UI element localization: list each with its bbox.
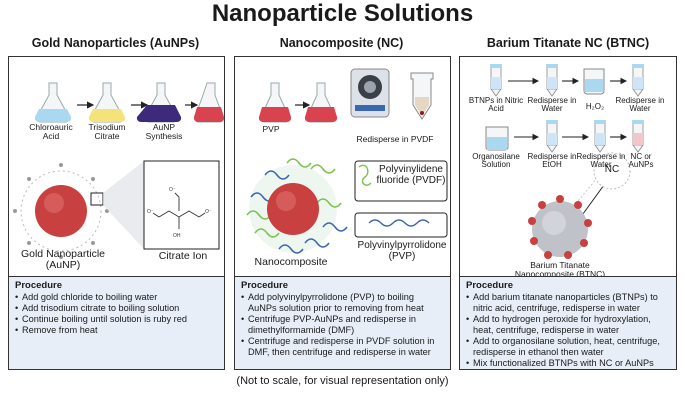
procedure-step: Add polyvinylpyrrolidone (PVP) to boilin…	[241, 292, 444, 314]
gold-nanoparticle-icon	[13, 163, 109, 259]
beaker-icon	[485, 126, 509, 151]
nc-header: Nanocomposite (NC)	[279, 36, 404, 50]
flask-icon	[258, 82, 292, 123]
procedure-step: Continue boiling until solution is ruby …	[15, 314, 218, 325]
procedure-step: Add to hydrogen peroxide for hydroxylati…	[466, 314, 670, 336]
beaker-icon	[583, 68, 605, 95]
nc-procedure: Procedure Add polyvinylpyrrolidone (PVP)…	[235, 276, 450, 369]
btnc-label: Barium Titanate Nanocomposite (BTNC)	[514, 260, 606, 279]
svg-text:OH: OH	[173, 233, 181, 239]
btnp-nitric-label: BTNPs in Nitric Acid	[468, 96, 524, 114]
procedure-step: Centrifuge and redisperse in PVDF soluti…	[241, 336, 444, 358]
pvp-short-label: PVP	[262, 124, 280, 134]
nanocomposite-particle-icon	[246, 158, 348, 254]
pvp-polymer-icon	[368, 219, 430, 227]
redisperse-pvdf-label: Redisperse in PVDF	[356, 134, 434, 144]
procedure-step: Centrifuge PVP-AuNPs and redisperse in d…	[241, 314, 444, 336]
btnc-particle-icon	[528, 152, 631, 259]
test-tube-icon	[631, 63, 645, 97]
procedure-step: Add barium titanate nanoparticles (BTNPs…	[466, 292, 670, 314]
flask-icon	[136, 82, 182, 123]
test-tube-icon	[410, 72, 434, 120]
pvdf-polymer-icon	[358, 164, 372, 186]
page-title: Nanoparticle Solutions	[211, 0, 474, 27]
svg-text:O⁻: O⁻	[169, 187, 176, 193]
procedure-step: Add to organosilane solution, heat, cent…	[466, 336, 670, 358]
test-tube-icon	[545, 63, 559, 97]
au-panel: OH O⁻ O⁻ O⁻ Chloroauric Acid Trisodium C…	[8, 56, 225, 370]
svg-text:O⁻: O⁻	[205, 209, 212, 215]
redisperse-etoh-label: Redisperse in EtOH	[527, 152, 577, 170]
procedure-title: Procedure	[466, 280, 513, 291]
redisperse-water-label: Redisperse in Water	[527, 96, 577, 114]
nc-illustration	[246, 68, 448, 254]
citrate-ion-label: Citrate Ion	[158, 250, 208, 262]
pvdf-label: Polyvinylidene fluoride (PVDF)	[376, 164, 446, 186]
flask-icon	[193, 82, 225, 123]
flask-label-citrate: Trisodium Citrate	[88, 122, 126, 141]
svg-text:O⁻: O⁻	[147, 209, 154, 215]
procedure-title: Procedure	[15, 280, 62, 291]
citrate-structure-icon: OH O⁻ O⁻ O⁻	[147, 187, 212, 239]
nanocomposite-label: Nanocomposite	[254, 256, 328, 268]
test-tube-icon	[593, 119, 607, 153]
nc-panel: PVP Redisperse in PVDF Polyvinylidene fl…	[234, 56, 451, 370]
redisperse-water-label-3: Redisperse in Water	[576, 152, 626, 170]
flask-icon	[304, 82, 338, 123]
nc-or-aunps-label: NC or AuNPs	[628, 152, 654, 170]
h2o2-label: H₂O₂	[585, 102, 605, 111]
au-procedure: Procedure Add gold chloride to boiling w…	[9, 276, 224, 369]
test-tube-icon	[631, 119, 645, 153]
gold-nanoparticle-label: Gold Nanoparticle (AuNP)	[20, 248, 106, 272]
procedure-step: Mix functionalized BTNPs with NC or AuNP…	[466, 358, 670, 369]
test-tube-icon	[545, 119, 559, 153]
footer-note: (Not to scale, for visual representation…	[236, 375, 449, 387]
procedure-title: Procedure	[241, 280, 288, 291]
procedure-step: Add gold chloride to boiling water	[15, 292, 218, 303]
bt-header: Barium Titanate NC (BTNC)	[486, 36, 650, 50]
bt-illustration	[485, 63, 645, 259]
redisperse-water-label-2: Redisperse in Water	[615, 96, 665, 114]
nc-bubble-label: NC	[604, 164, 620, 175]
flask-label-synthesis: AuNP Synthesis	[145, 122, 183, 141]
test-tube-icon	[489, 63, 503, 97]
bt-procedure: Procedure Add barium titanate nanopartic…	[460, 276, 676, 369]
procedure-step: Add trisodium citrate to boiling solutio…	[15, 303, 218, 314]
organosilane-label: Organosilane Solution	[472, 152, 520, 170]
au-header: Gold Nanoparticles (AuNPs)	[31, 36, 200, 50]
flask-icon	[88, 82, 126, 123]
au-illustration: OH O⁻ O⁻ O⁻	[13, 82, 225, 259]
flask-icon	[34, 82, 72, 123]
flask-label-chloroauric: Chloroauric Acid	[29, 122, 73, 141]
bt-panel: BTNPs in Nitric Acid Redisperse in Water…	[459, 56, 677, 370]
procedure-step: Remove from heat	[15, 325, 218, 336]
centrifuge-icon	[350, 68, 390, 118]
pvp-label: Polyvinylpyrrolidone (PVP)	[357, 240, 447, 262]
